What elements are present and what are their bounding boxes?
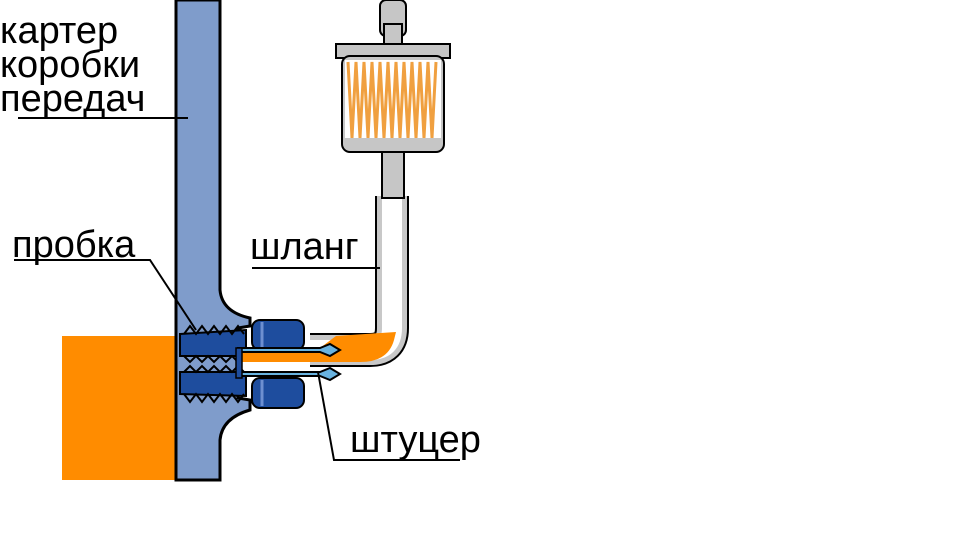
- label-fitting: штуцер: [350, 419, 481, 461]
- label-crankcase-line-2: коробки: [0, 44, 141, 86]
- label-hose: шланг: [250, 226, 359, 268]
- hose-fitting-icon: [235, 342, 342, 382]
- oil-in-hose: [238, 332, 396, 362]
- label-crankcase: картер коробки передач: [0, 10, 146, 120]
- leader-plug: [14, 259, 197, 331]
- fuel-filter-icon: [335, 0, 451, 199]
- oil-reservoir: [62, 336, 178, 480]
- crankcase-wall: [174, 0, 252, 482]
- label-crankcase-line-3: передач: [0, 78, 146, 120]
- label-plug: пробка: [12, 224, 136, 266]
- label-crankcase-line-1: картер: [0, 10, 119, 52]
- leader-fitting: [317, 371, 460, 461]
